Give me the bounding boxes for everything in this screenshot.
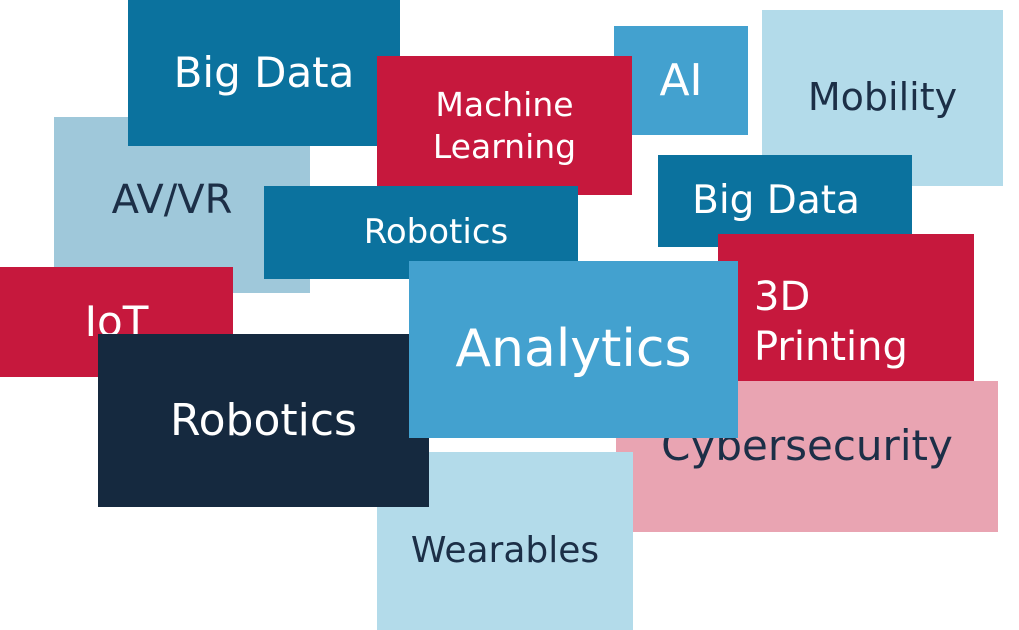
tile-machine-learning: Machine Learning bbox=[377, 56, 632, 195]
tile-big-data-right: Big Data bbox=[658, 155, 912, 247]
tile-analytics: Analytics bbox=[409, 261, 738, 438]
tile-ai: AI bbox=[614, 26, 748, 135]
tile-3d-printing: 3D Printing bbox=[718, 234, 974, 409]
tile-big-data-top: Big Data bbox=[128, 0, 400, 146]
tile-robotics-bottom: Robotics bbox=[98, 334, 429, 507]
